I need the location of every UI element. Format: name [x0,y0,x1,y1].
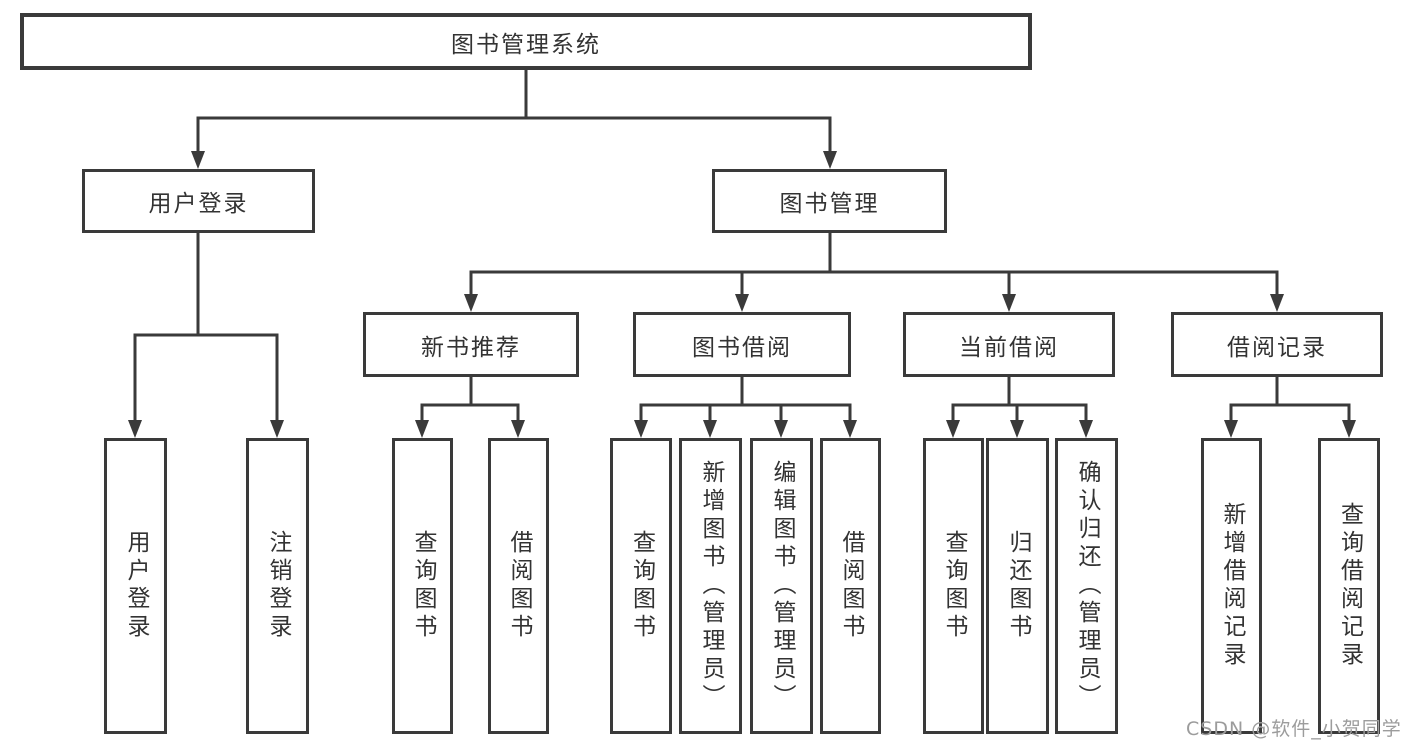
node-current-borrow: 当前借阅 [903,312,1115,377]
leaf-confirm-return-admin-label: 确认归还（管理员） [1074,460,1100,712]
node-user-login-label: 用户登录 [148,191,249,217]
node-user-login: 用户登录 [82,169,315,233]
leaf-borrow-books: 借阅图书 [820,438,881,734]
leaf-query-books-recommend-label: 查询图书 [410,530,436,642]
leaf-logout: 注销登录 [246,438,309,734]
node-borrow-records: 借阅记录 [1171,312,1383,377]
leaf-query-books-borrow-label: 查询图书 [628,530,655,642]
node-root: 图书管理系统 [20,13,1032,70]
leaf-user-login-label: 用户登录 [123,530,149,642]
node-book-borrow-label: 图书借阅 [692,334,792,361]
node-book-management: 图书管理 [712,169,947,233]
node-book-borrow: 图书借阅 [633,312,851,377]
leaf-add-books-admin: 新增图书（管理员） [679,438,742,734]
leaf-logout-label: 注销登录 [265,530,291,642]
leaf-confirm-return-admin: 确认归还（管理员） [1055,438,1118,734]
leaf-edit-books-admin: 编辑图书（管理员） [750,438,813,734]
node-book-management-label: 图书管理 [779,191,880,217]
leaf-add-books-admin-label: 新增图书（管理员） [698,460,724,712]
node-borrow-records-label: 借阅记录 [1227,334,1327,361]
node-new-book-recommend: 新书推荐 [363,312,579,377]
leaf-edit-books-admin-label: 编辑图书（管理员） [769,460,795,712]
leaf-query-books-borrow: 查询图书 [610,438,672,734]
leaf-query-books-current-label: 查询图书 [941,530,967,642]
watermark-text: CSDN @软件_小贺同学 [1186,718,1402,740]
leaf-borrow-books-recommend: 借阅图书 [488,438,549,734]
leaf-return-books-label: 归还图书 [1005,530,1031,642]
node-new-book-recommend-label: 新书推荐 [421,334,521,361]
leaf-query-borrow-record: 查询借阅记录 [1318,438,1380,734]
leaf-borrow-books-label: 借阅图书 [838,530,864,642]
leaf-query-borrow-record-label: 查询借阅记录 [1336,502,1363,670]
node-current-borrow-label: 当前借阅 [959,334,1059,361]
leaf-add-borrow-record-label: 新增借阅记录 [1219,502,1245,670]
leaf-query-books-current: 查询图书 [923,438,984,734]
leaf-user-login: 用户登录 [104,438,167,734]
leaf-borrow-books-recommend-label: 借阅图书 [506,530,532,642]
leaf-query-books-recommend: 查询图书 [392,438,453,734]
node-root-label: 图书管理系统 [451,31,601,58]
leaf-add-borrow-record: 新增借阅记录 [1201,438,1262,734]
leaf-return-books: 归还图书 [986,438,1049,734]
